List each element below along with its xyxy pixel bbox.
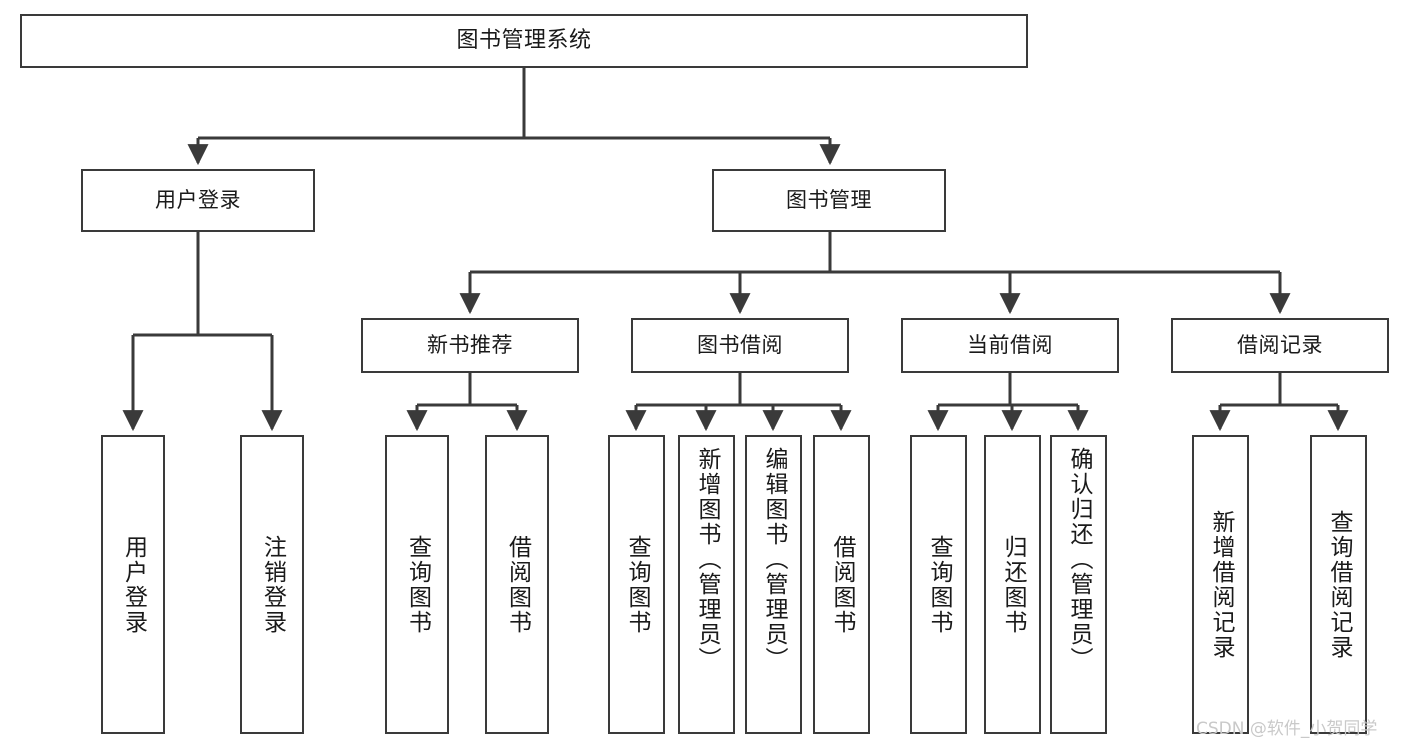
node-current-borrow[interactable]: 当前借阅 [901,318,1119,373]
leaf-user-logout[interactable]: 注销登录 [240,435,304,734]
leaf-query-book-rec[interactable]: 查询图书 [385,435,449,734]
node-root[interactable]: 图书管理系统 [20,14,1028,68]
leaf-add-record-label: 新增借阅记录 [1208,509,1234,660]
leaf-borrow-book-rec[interactable]: 借阅图书 [485,435,549,734]
leaf-borrow-book-label: 借阅图书 [829,534,855,635]
node-new-book-rec-label: 新书推荐 [427,333,513,358]
leaf-add-book-label: 新增图书（管理员） [694,447,720,672]
leaf-edit-book[interactable]: 编辑图书（管理员） [745,435,802,734]
leaf-query-record[interactable]: 查询借阅记录 [1310,435,1367,734]
leaf-return-book[interactable]: 归还图书 [984,435,1041,734]
leaf-add-record[interactable]: 新增借阅记录 [1192,435,1249,734]
node-current-borrow-label: 当前借阅 [967,333,1053,358]
leaf-user-logout-label: 注销登录 [259,534,286,635]
node-root-label: 图书管理系统 [456,28,592,54]
node-book-manage-label: 图书管理 [786,188,872,213]
leaf-query-book-cur[interactable]: 查询图书 [910,435,967,734]
leaf-add-book[interactable]: 新增图书（管理员） [678,435,735,734]
leaf-query-record-label: 查询借阅记录 [1326,509,1352,660]
node-borrow-record-label: 借阅记录 [1237,333,1323,358]
node-book-manage[interactable]: 图书管理 [712,169,946,232]
leaf-query-book-rec-label: 查询图书 [404,534,431,635]
leaf-confirm-return[interactable]: 确认归还（管理员） [1050,435,1107,734]
leaf-query-book[interactable]: 查询图书 [608,435,665,734]
node-book-borrow[interactable]: 图书借阅 [631,318,849,373]
leaf-user-login-label: 用户登录 [120,534,147,635]
node-user-login[interactable]: 用户登录 [81,169,315,232]
leaf-query-book-cur-label: 查询图书 [926,534,952,635]
leaf-return-book-label: 归还图书 [1000,534,1026,635]
node-borrow-record[interactable]: 借阅记录 [1171,318,1389,373]
watermark: CSDN @软件_小贺同学 [1196,719,1378,739]
leaf-edit-book-label: 编辑图书（管理员） [761,447,787,672]
node-new-book-rec[interactable]: 新书推荐 [361,318,579,373]
leaf-confirm-return-label: 确认归还（管理员） [1066,447,1092,672]
leaf-borrow-book-rec-label: 借阅图书 [504,534,531,635]
node-book-borrow-label: 图书借阅 [697,333,783,358]
leaf-query-book-label: 查询图书 [624,534,650,635]
leaf-borrow-book[interactable]: 借阅图书 [813,435,870,734]
leaf-user-login[interactable]: 用户登录 [101,435,165,734]
node-user-login-label: 用户登录 [155,188,241,213]
